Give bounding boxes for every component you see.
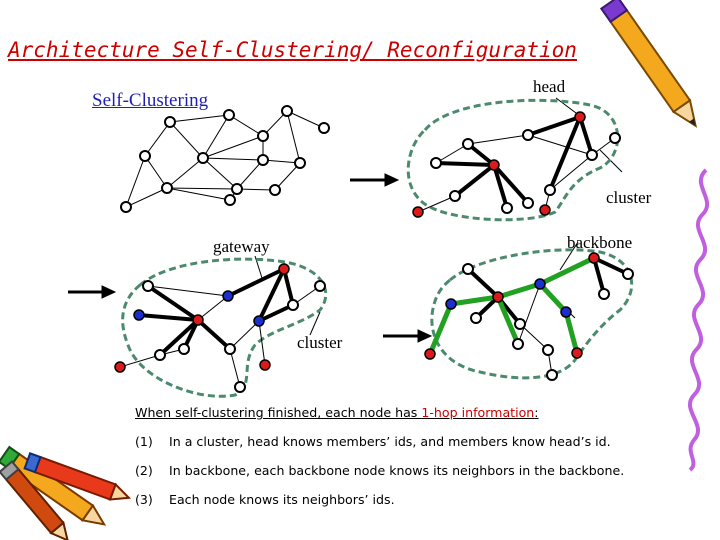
info-section: When self-clustering finished, each node…: [135, 405, 715, 521]
info-item: (3) Each node knows its neighbors’ ids.: [135, 492, 715, 507]
info-item-text: In backbone, each backbone node knows it…: [169, 463, 625, 478]
info-item-number: (2): [135, 463, 153, 478]
info-item-text: In a cluster, head knows members’ ids, a…: [169, 434, 611, 449]
graph-initial-nodes: [120, 105, 330, 213]
graph-initial: [125, 110, 325, 208]
arrow-icon: [68, 173, 433, 343]
squiggle-decoration-icon: [687, 168, 710, 472]
info-item-number: (1): [135, 434, 153, 449]
info-item-number: (3): [135, 492, 153, 507]
cluster-label-top: cluster: [606, 188, 652, 207]
info-heading: When self-clustering finished, each node…: [135, 405, 539, 420]
backbone-label: backbone: [567, 233, 633, 252]
self-clustering-label: Self-Clustering: [92, 90, 209, 111]
info-item: (2) In backbone, each backbone node know…: [135, 463, 715, 478]
info-item-text: Each node knows its neighbors’ ids.: [169, 492, 395, 507]
info-item: (1) In a cluster, head knows members’ id…: [135, 434, 715, 449]
graph-clusters: [406, 98, 620, 222]
pencils-icon: [0, 445, 132, 540]
head-label: head: [533, 77, 566, 96]
page-title: Architecture Self-Clustering/ Reconfigur…: [8, 38, 577, 62]
pencil-icon: [599, 0, 698, 128]
cluster-label-bottom: cluster: [297, 333, 343, 352]
gateway-label: gateway: [213, 237, 270, 256]
